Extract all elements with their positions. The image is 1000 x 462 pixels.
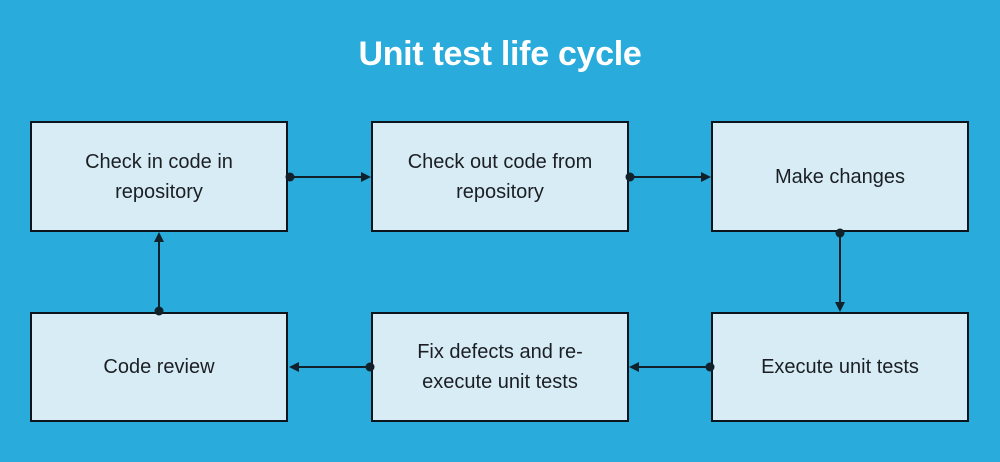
node-label: Check out code from repository — [407, 150, 593, 203]
arrow-head-icon — [629, 362, 639, 372]
node-check-out-code: Check out code from repository — [371, 121, 629, 232]
arrow-fix-defects-to-code-review — [289, 362, 375, 372]
node-make-changes: Make changes — [711, 121, 969, 232]
node-label: Code review — [103, 356, 215, 378]
node-fix-defects: Fix defects and re-execute unit tests — [371, 312, 629, 422]
arrow-check-out-to-make-changes — [625, 172, 711, 182]
diagram-title: Unit test life cycle — [358, 35, 642, 73]
node-label: Check in code in repository — [85, 150, 233, 203]
arrow-head-icon — [835, 302, 845, 312]
node-label: Fix defects and re-execute unit tests — [417, 341, 583, 393]
arrow-head-icon — [361, 172, 371, 182]
arrow-execute-unit-tests-to-fix-defects — [629, 362, 715, 372]
node-label: Make changes — [774, 165, 906, 188]
arrow-make-changes-to-execute-unit-tests — [835, 228, 845, 312]
arrow-head-icon — [154, 232, 164, 242]
arrow-code-review-to-check-in — [154, 232, 164, 316]
arrow-head-icon — [701, 172, 711, 182]
node-code-review: Code review — [30, 312, 288, 422]
arrow-head-icon — [289, 362, 299, 372]
node-execute-unit-tests: Execute unit tests — [711, 312, 969, 422]
arrow-check-in-to-check-out — [285, 172, 371, 182]
node-label: Execute unit tests — [761, 356, 919, 378]
node-check-in-code: Check in code in repository — [30, 121, 288, 232]
